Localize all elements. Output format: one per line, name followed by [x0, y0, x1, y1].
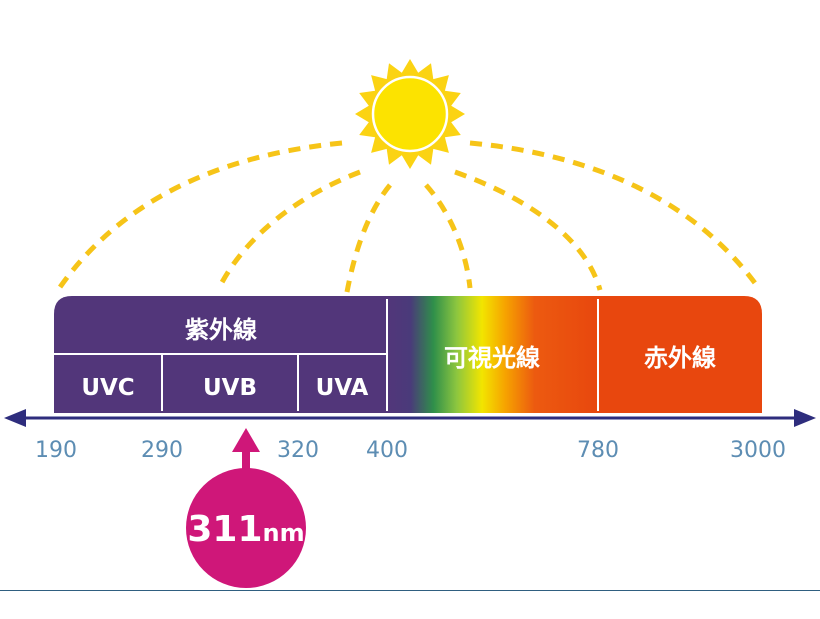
sun-ray: [454, 169, 603, 291]
visible-region-label: 可視光線: [444, 344, 540, 372]
visible-region: [387, 296, 598, 413]
marker-unit: nm: [263, 519, 305, 547]
tick-label: 190: [35, 438, 77, 463]
wavelength-marker: 311nm: [186, 428, 306, 588]
axis-left-arrow-icon: [4, 409, 26, 427]
tick-label: 290: [141, 438, 183, 463]
band-label-uvc: UVC: [81, 375, 134, 401]
band-dividers: [54, 299, 599, 411]
sun-ray: [215, 169, 361, 292]
uv-region-label: 紫外線: [185, 316, 257, 344]
tick-label: 780: [577, 438, 619, 463]
band-label-uva: UVA: [316, 375, 369, 401]
tick-label: 400: [366, 438, 408, 463]
marker-arrow-icon: [232, 428, 260, 452]
tick-label: 320: [277, 438, 319, 463]
bottom-divider: [0, 590, 820, 591]
sun-rays: [55, 140, 763, 293]
marker-circle: [186, 468, 306, 588]
sun-ray: [55, 140, 343, 292]
wavelength-axis: [4, 409, 816, 427]
ir-region-label: 赤外線: [644, 344, 716, 372]
band-label-uvb: UVB: [203, 375, 257, 401]
sun-ray: [344, 183, 392, 293]
sun-icon: [355, 59, 465, 169]
ir-region: [598, 296, 762, 413]
axis-right-arrow-icon: [794, 409, 816, 427]
marker-label: 311nm: [187, 509, 304, 550]
marker-number: 311: [187, 509, 262, 550]
tick-label: 3000: [730, 438, 786, 463]
sun-ray: [424, 183, 473, 289]
sun-ray: [469, 140, 763, 292]
